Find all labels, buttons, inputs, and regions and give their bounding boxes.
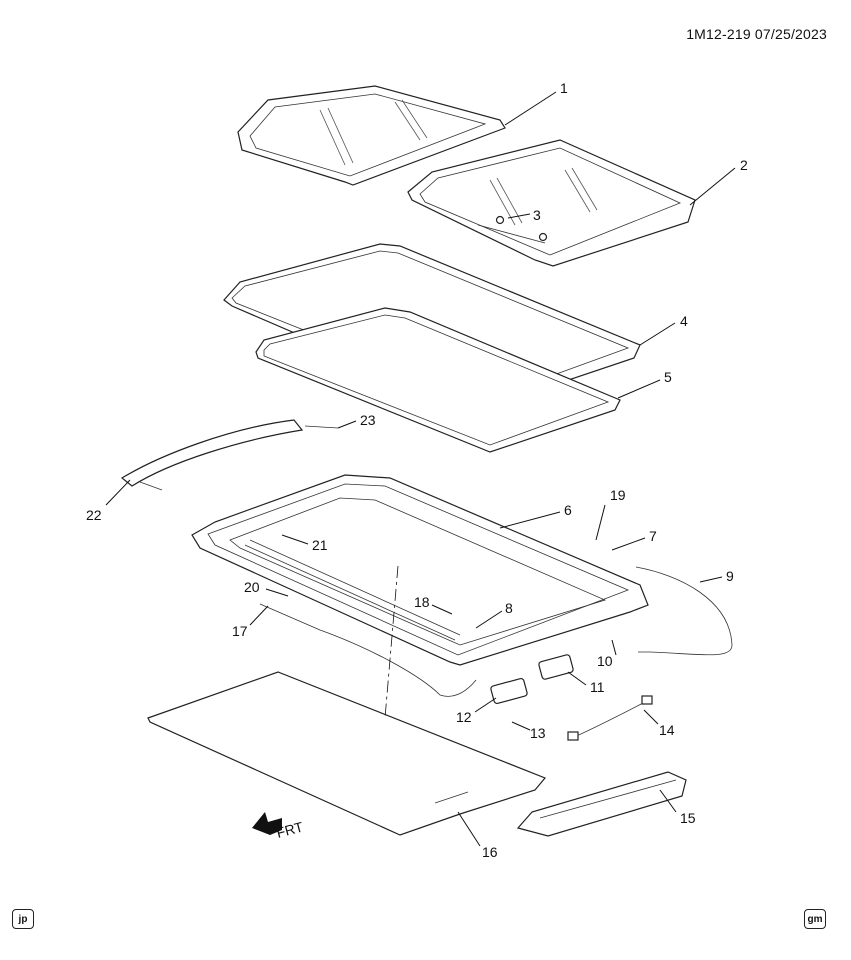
front-label: FRT xyxy=(275,818,306,841)
jp-badge-icon: jp xyxy=(12,909,34,929)
callout-1: 1 xyxy=(560,80,568,96)
part-22-wind-deflector[interactable] xyxy=(120,419,304,491)
part-6-sunroof-frame[interactable] xyxy=(191,474,649,666)
part-15-rear-trim[interactable] xyxy=(516,771,687,837)
callout-4: 4 xyxy=(680,313,688,329)
callout-11: 11 xyxy=(590,679,605,695)
callout-23: 23 xyxy=(360,412,376,428)
callout-7: 7 xyxy=(649,528,657,544)
leader-lines xyxy=(105,91,736,847)
callout-20: 20 xyxy=(244,579,260,595)
front-arrow-icon: FRT xyxy=(252,812,305,841)
callout-8: 8 xyxy=(505,600,513,616)
callout-3: 3 xyxy=(533,207,541,223)
part-11-motor[interactable] xyxy=(538,654,574,680)
callout-18: 18 xyxy=(414,594,430,610)
callout-19: 19 xyxy=(610,487,626,503)
callout-10: 10 xyxy=(597,653,613,669)
center-line xyxy=(384,565,399,719)
callout-12: 12 xyxy=(456,709,472,725)
gm-logo-icon: gm xyxy=(804,909,826,929)
document-id: 1M12-219 07/25/2023 xyxy=(686,26,827,42)
part-2-rear-glass[interactable] xyxy=(407,139,696,267)
callout-13: 13 xyxy=(530,725,546,741)
part-3-glass-fastener[interactable] xyxy=(495,215,548,242)
callout-9: 9 xyxy=(726,568,734,584)
part-1-front-glass[interactable] xyxy=(237,85,506,186)
part-12-motor[interactable] xyxy=(490,677,528,705)
callout-16: 16 xyxy=(482,844,498,860)
part-9-drain-hose-right[interactable] xyxy=(635,566,733,656)
part-5-inner-seal[interactable] xyxy=(255,307,621,453)
part-17-drain-hose-left[interactable] xyxy=(259,603,477,697)
callout-14: 14 xyxy=(659,722,675,738)
callout-6: 6 xyxy=(564,502,572,518)
part-23-deflector-spring[interactable] xyxy=(304,425,339,429)
callout-labels: 1 2 3 4 5 6 7 8 9 10 11 12 13 14 15 16 1… xyxy=(86,80,748,860)
part-14-wiring-harness[interactable] xyxy=(567,695,653,741)
callout-15: 15 xyxy=(680,810,696,826)
callout-21: 21 xyxy=(312,537,328,553)
part-16-sunshade-panel[interactable] xyxy=(147,671,546,836)
callout-17: 17 xyxy=(232,623,248,639)
callout-22: 22 xyxy=(86,507,102,523)
callout-5: 5 xyxy=(664,369,672,385)
callout-2: 2 xyxy=(740,157,748,173)
